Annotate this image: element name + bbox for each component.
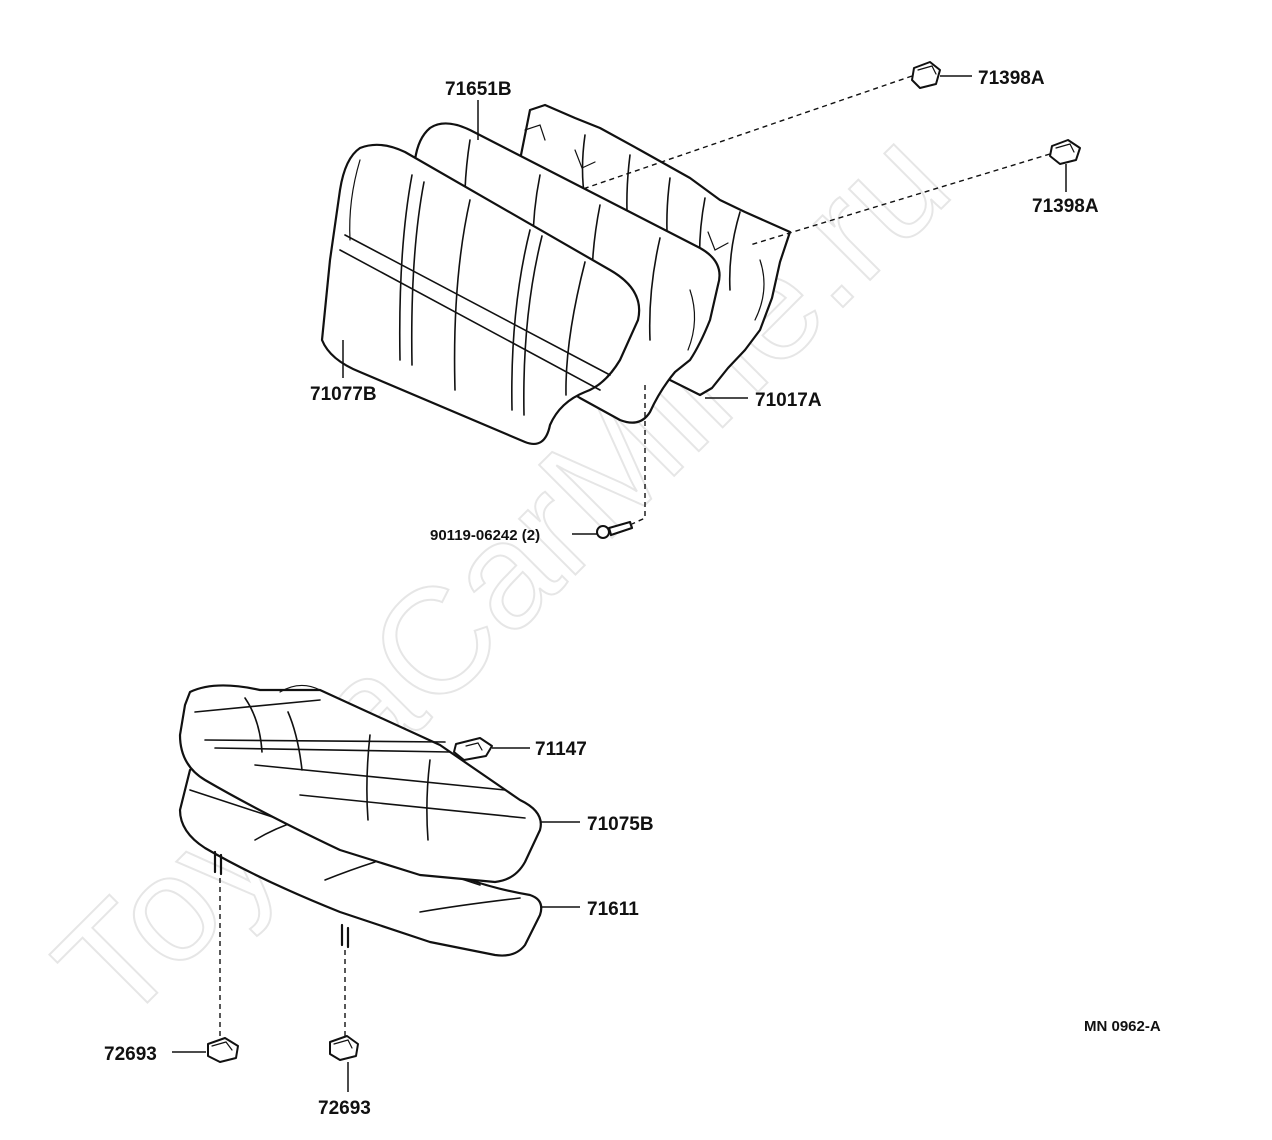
hook-lower-line [749, 153, 1051, 246]
label-lock-bottom: 72693 [318, 1098, 371, 1119]
label-bolt: 90119-06242 (2) [430, 527, 540, 544]
seatback-assembly-71077B[interactable] [320, 143, 641, 446]
hook-lower-71398A[interactable] [1049, 139, 1081, 165]
diagram-code: MN 0962-A [1084, 1018, 1161, 1035]
bolt-90119-06242[interactable] [596, 520, 634, 539]
lock-bottom-72693[interactable] [329, 1035, 359, 1061]
label-71017A: 71017A [755, 390, 822, 411]
label-71147: 71147 [535, 739, 587, 760]
lock-left-72693[interactable] [207, 1037, 239, 1063]
label-hook-lower: 71398A [1032, 196, 1099, 217]
cushion-assembly-71075B[interactable] [178, 684, 542, 884]
label-lock-left: 72693 [104, 1044, 157, 1065]
label-hook-upper: 71398A [978, 68, 1045, 89]
label-71075B: 71075B [587, 814, 654, 835]
hook-upper-71398A[interactable] [911, 61, 941, 89]
label-71077B: 71077B [310, 384, 377, 405]
label-71611: 71611 [587, 899, 639, 920]
hook-upper-line [579, 75, 913, 191]
label-71651B: 71651B [445, 79, 512, 100]
clip-71147[interactable] [453, 737, 493, 761]
